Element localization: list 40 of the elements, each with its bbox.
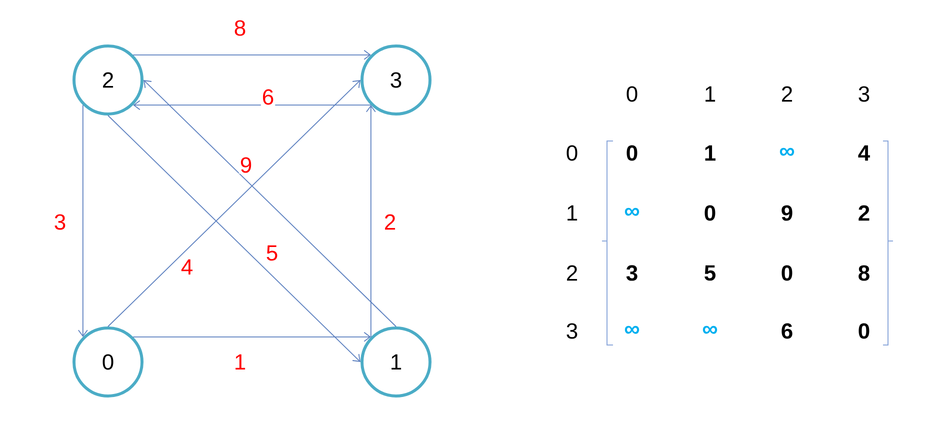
matrix-cell: 9 (782, 205, 792, 221)
matrix-cell: 2 (858, 205, 870, 221)
matrix-cell: 0 (704, 205, 716, 221)
edge-label: 9 (238, 156, 254, 174)
matrix-cell: ∞ (624, 208, 640, 216)
arrow (132, 332, 371, 342)
matrix-cell: 4 (858, 145, 870, 161)
column-header: 3 (858, 86, 870, 102)
edge-label: 3 (52, 213, 68, 231)
edge-label: 6 (260, 88, 276, 106)
matrix-cell: ∞ (702, 326, 718, 334)
row-header: 2 (567, 265, 578, 281)
edge-label: 4 (180, 258, 194, 276)
matrix-cell: 0 (858, 323, 870, 339)
edge-label: 8 (232, 19, 248, 37)
arrow (133, 100, 372, 110)
edge-label: 5 (264, 244, 280, 262)
row-header: 1 (568, 205, 578, 221)
column-header: 1 (706, 86, 716, 102)
matrix-cell: ∞ (780, 148, 794, 156)
arrow (108, 115, 360, 362)
matrix-cell: 3 (626, 265, 638, 281)
matrix-cell: 0 (626, 145, 638, 161)
row-header: 0 (566, 145, 578, 161)
matrix-cell: 8 (858, 265, 870, 281)
arrow (108, 80, 360, 327)
column-header: 2 (782, 86, 792, 102)
row-header: 3 (566, 323, 578, 339)
matrix-cell: 0 (782, 265, 792, 281)
matrix-cell: 6 (782, 323, 792, 339)
arrow (78, 104, 88, 337)
edge-label: 1 (232, 353, 248, 371)
matrix-cell: ∞ (624, 326, 640, 334)
arrow (366, 105, 376, 338)
arrow (144, 80, 396, 327)
edge-label: 2 (382, 213, 398, 231)
matrix-cell: 5 (704, 265, 716, 281)
matrix-cell: 1 (705, 145, 716, 161)
column-header: 0 (626, 86, 638, 102)
arrow (132, 50, 371, 60)
